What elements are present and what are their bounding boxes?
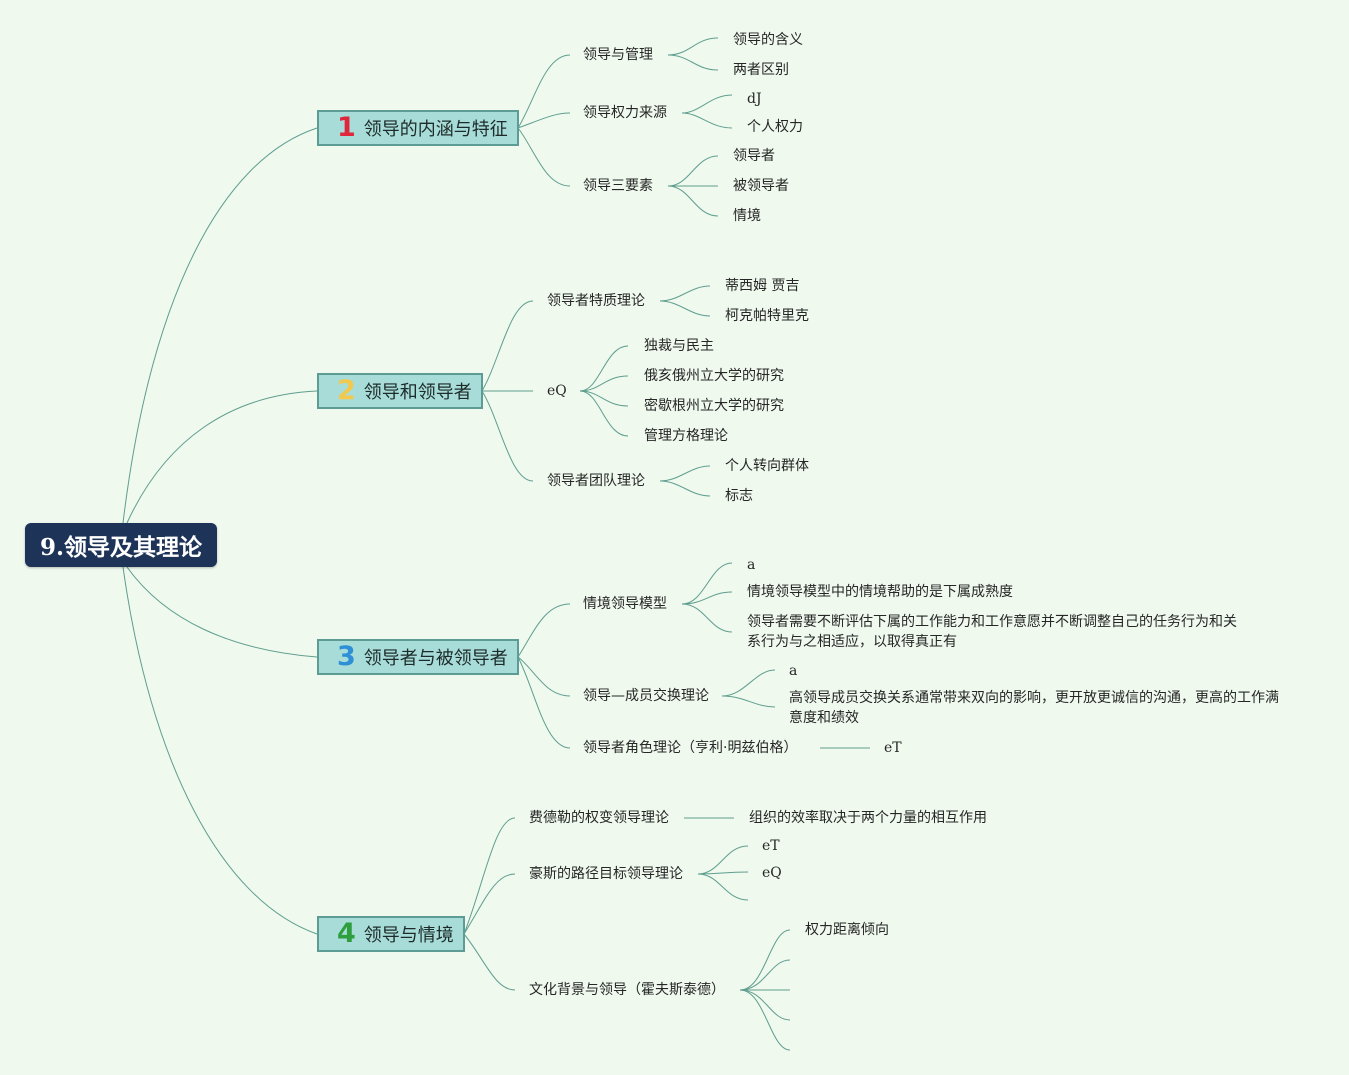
leaf-topic[interactable]: 领导者	[733, 148, 775, 164]
branch-1-label: 领导的内涵与特征	[363, 119, 508, 140]
leaf-topic[interactable]: 两者区别	[733, 62, 789, 78]
leaf-topic[interactable]: 个人权力	[747, 119, 803, 135]
subtopic[interactable]: 领导与管理	[583, 47, 653, 63]
leaf-topic[interactable]: 情境	[733, 208, 761, 224]
leaf-topic[interactable]: 情境领导模型中的情境帮助的是下属成熟度	[747, 584, 1013, 600]
subtopic[interactable]: 领导权力来源	[583, 105, 667, 121]
branch-2-label: 领导和领导者	[363, 382, 472, 403]
subtopic[interactable]: 情境领导模型	[583, 596, 667, 612]
leaf-topic[interactable]: 高领导成员交换关系通常带来双向的影响，更开放更诚信的沟通，更高的工作满意度和绩效	[789, 690, 1279, 726]
subtopic[interactable]: 领导三要素	[583, 178, 653, 194]
branch-3-node[interactable]: 3 领导者与被领导者	[317, 639, 519, 675]
leaf-topic[interactable]: 领导者需要不断评估下属的工作能力和工作意愿并不断调整自己的任务行为和关系行为与之…	[747, 614, 1237, 650]
leaf-topic[interactable]: 管理方格理论	[644, 428, 728, 444]
leaf-topic[interactable]: 密歇根州立大学的研究	[644, 398, 784, 414]
subtopic[interactable]: 豪斯的路径目标领导理论	[529, 866, 683, 882]
leaf-topic[interactable]: 标志	[725, 488, 753, 504]
branch-4-node[interactable]: 4 领导与情境	[317, 916, 465, 952]
leaf-topic[interactable]: eQ	[762, 865, 782, 881]
leaf-topic[interactable]: 组织的效率取决于两个力量的相互作用	[749, 810, 987, 826]
subtopic[interactable]: 文化背景与领导（霍夫斯泰德）	[529, 982, 725, 998]
subtopic[interactable]: 领导—成员交换理论	[583, 688, 709, 704]
leaf-topic[interactable]: eT	[762, 838, 780, 854]
subtopic[interactable]: 领导者团队理论	[547, 473, 645, 489]
number-2-icon: 2	[337, 375, 356, 406]
subtopic[interactable]: 费德勒的权变领导理论	[529, 810, 669, 826]
subtopic[interactable]: 领导者特质理论	[547, 293, 645, 309]
leaf-topic[interactable]: a	[747, 557, 756, 573]
leaf-topic[interactable]: 柯克帕特里克	[725, 308, 809, 324]
root-topic[interactable]: 9.领导及其理论	[25, 523, 217, 567]
leaf-topic[interactable]: 被领导者	[733, 178, 789, 194]
leaf-topic[interactable]: 俄亥俄州立大学的研究	[644, 368, 784, 384]
root-topic-label: 9.领导及其理论	[39, 534, 202, 561]
subtopic[interactable]: 领导者角色理论（亨利·明兹伯格）	[583, 740, 798, 756]
leaf-topic[interactable]: a	[789, 663, 798, 679]
leaf-topic[interactable]: 独裁与民主	[644, 338, 714, 354]
branch-1-node[interactable]: 1 领导的内涵与特征	[317, 110, 519, 146]
branch-2-node[interactable]: 2 领导和领导者	[317, 373, 483, 409]
leaf-topic[interactable]: dJ	[747, 91, 762, 107]
leaf-topic[interactable]: 领导的含义	[733, 32, 803, 48]
branch-3-label: 领导者与被领导者	[363, 648, 508, 669]
leaf-topic[interactable]: 个人转向群体	[725, 458, 809, 474]
number-4-icon: 4	[337, 918, 356, 949]
number-3-icon: 3	[337, 641, 356, 672]
number-1-icon: 1	[337, 112, 356, 143]
branch-4-label: 领导与情境	[363, 925, 454, 946]
leaf-topic[interactable]: 蒂西姆 贾吉	[725, 278, 800, 294]
leaf-topic[interactable]: eT	[884, 740, 902, 756]
leaf-topic[interactable]: 权力距离倾向	[805, 922, 889, 938]
subtopic[interactable]: eQ	[547, 383, 567, 399]
